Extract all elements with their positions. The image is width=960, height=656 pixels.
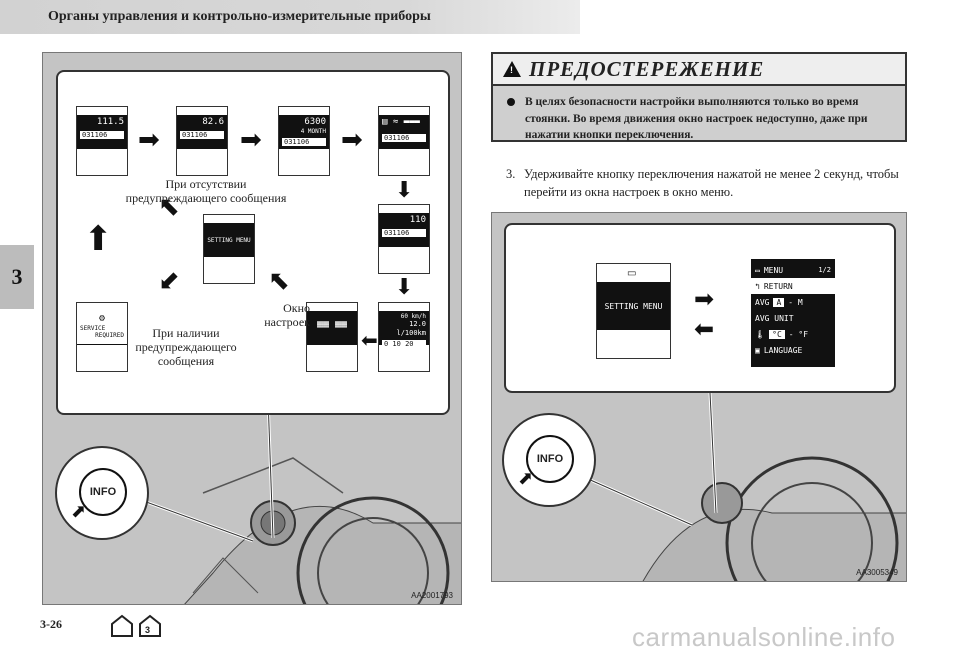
menu-item-avg-unit[interactable]: AVG UNIT	[755, 313, 794, 323]
arrow-right-icon: ➡	[694, 285, 715, 313]
figure-code: AA3005349	[856, 568, 898, 577]
watermark: carmanualsonline.info	[632, 622, 896, 652]
figure-code: AA2001793	[411, 591, 453, 600]
briefcase-icon: ▭	[627, 268, 637, 279]
arrow-right-icon: ➡	[138, 125, 160, 155]
caption-with-warning: При наличии предупреждающего сообщения	[135, 326, 237, 368]
arrow-right-icon: ➡	[341, 125, 363, 155]
setting-menu-screen: ▭ SETTING MENU	[596, 263, 671, 359]
arrow-down-icon: ⬇	[395, 275, 414, 300]
info-button-callout: INFO ⬈	[55, 446, 149, 540]
menu-icon: ▭	[755, 265, 760, 275]
display-settings-window: ▦▦ ▦▦	[306, 302, 358, 372]
press-arrow-icon: ⬈	[71, 501, 87, 522]
menu-item-language[interactable]: LANGUAGE	[763, 345, 803, 355]
chapter-tab[interactable]: 3	[0, 245, 34, 309]
menu-item-return[interactable]: RETURN	[763, 281, 793, 291]
instruction-step: 3. Удерживайте кнопку переключения нажат…	[506, 166, 906, 201]
bullet-icon	[507, 98, 515, 106]
arrow-left-icon: ⬅	[694, 315, 715, 343]
warning-text: В целях безопасности настройки выполняют…	[525, 96, 868, 142]
caption-no-warning: При отсутствии предупреждающего сообщени…	[125, 177, 287, 205]
arrow-diagonal-icon: ⬋	[158, 266, 180, 296]
return-icon: ↰	[755, 281, 760, 291]
warning-box: ! ПРЕДОСТЕРЕЖЕНИЕ В целях безопасности н…	[491, 52, 907, 142]
header-band	[0, 0, 580, 34]
press-arrow-icon: ⬈	[518, 468, 534, 489]
display-setting-menu: SETTING MENU	[203, 214, 255, 284]
step-text: Удерживайте кнопку переключения нажатой …	[524, 167, 899, 199]
info-button[interactable]: INFO	[526, 435, 574, 483]
dashboard-illustration	[107, 397, 461, 604]
display-coolant-temp: ▤ ≈ ▬▬▬031106	[378, 106, 430, 176]
thermometer-icon: 🌡	[755, 329, 766, 339]
arrow-diagonal-icon: ⬉	[158, 192, 180, 222]
warning-triangle-icon: !	[503, 61, 521, 77]
home-icon[interactable]: 3	[110, 614, 170, 638]
page-header-title: Органы управления и контрольно-измерител…	[48, 9, 431, 24]
svg-text:3: 3	[145, 625, 150, 635]
info-button[interactable]: INFO	[79, 468, 127, 516]
arrow-left-icon: ⬅	[361, 328, 378, 352]
language-icon: ▣	[755, 345, 760, 355]
arrow-down-icon: ⬇	[395, 178, 414, 203]
step-number: 3.	[506, 167, 516, 181]
warning-title: ПРЕДОСТЕРЕЖЕНИЕ	[529, 56, 765, 81]
arrow-right-icon: ➡	[240, 125, 262, 155]
arrow-up-icon: ⬆	[84, 219, 113, 259]
info-button-callout: INFO ⬈	[502, 413, 596, 507]
caption-settings-window: Окно настроек	[264, 301, 310, 329]
arrow-diagonal-icon: ⬉	[268, 266, 290, 296]
page-number: 3-26	[40, 617, 62, 631]
home-icons[interactable]: 3	[110, 614, 170, 643]
display-service-required: ⚙ SERVICE REQUIRED	[76, 302, 128, 372]
